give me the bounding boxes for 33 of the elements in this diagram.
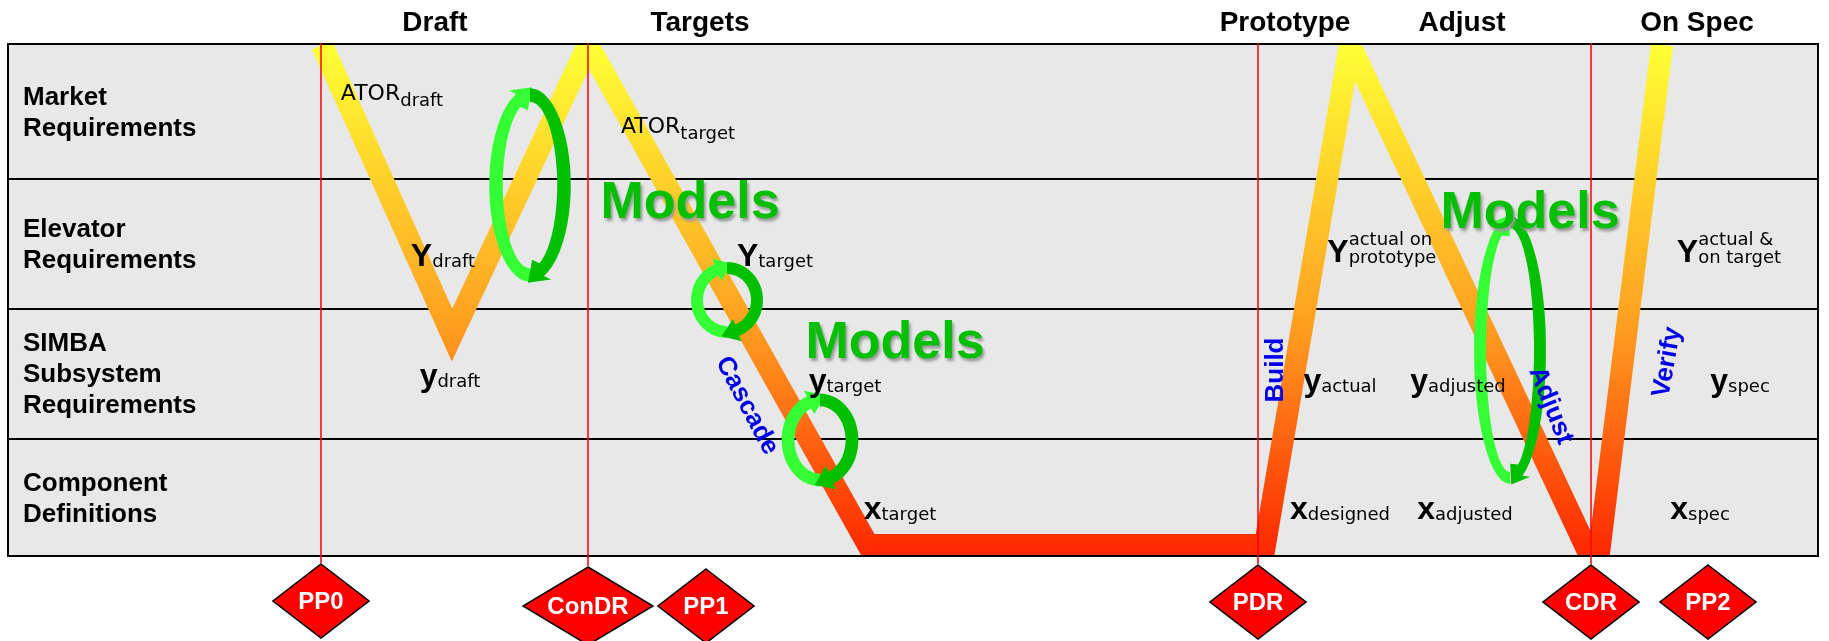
milestone-diamond <box>1542 564 1640 640</box>
milestone-diamond <box>522 566 654 641</box>
step-label: Verify <box>1644 324 1688 400</box>
milestone-diamond <box>1659 564 1757 640</box>
variable-label: y$_{draft}$ <box>419 356 481 394</box>
variable-label: x$_{spec}$ <box>1670 489 1730 527</box>
milestone-label: PP0 <box>298 587 344 615</box>
milestone-diamond <box>1209 564 1307 640</box>
variable-label: Y$_{target}$ <box>736 236 814 274</box>
phase-title: Draft <box>402 6 468 38</box>
lane-heading: Market Requirements <box>23 80 198 143</box>
variable-label: Y$_{draft}$ <box>410 236 476 274</box>
lane-heading: SIMBA Subsystem Requirements <box>23 327 198 421</box>
variable-label: y$_{actual}$ <box>1303 361 1377 399</box>
variable-label: y$_{spec}$ <box>1710 361 1770 399</box>
milestone-diamond <box>272 563 370 639</box>
milestone-label: PP2 <box>1685 588 1731 616</box>
variable-label: x$_{target}$ <box>863 489 937 527</box>
milestone-label: CDR <box>1565 588 1617 616</box>
phase-title: On Spec <box>1640 6 1754 38</box>
milestone-label: PP1 <box>683 592 729 620</box>
phase-title: Targets <box>650 6 750 38</box>
lane-heading: Elevator Requirements <box>23 212 198 276</box>
milestone-diamond <box>657 568 755 641</box>
step-label: Build <box>1258 337 1290 403</box>
variable-label: x$_{adjusted}$ <box>1417 489 1513 527</box>
phase-title: Prototype <box>1219 6 1351 38</box>
variable-label: x$_{designed}$ <box>1290 489 1390 527</box>
phase-title: Adjust <box>1418 6 1506 38</box>
swimlane-band <box>7 43 1819 180</box>
milestone-label: PDR <box>1232 588 1284 616</box>
lane-heading: Component Definitions <box>23 466 169 529</box>
milestone-label: ConDR <box>547 592 629 620</box>
